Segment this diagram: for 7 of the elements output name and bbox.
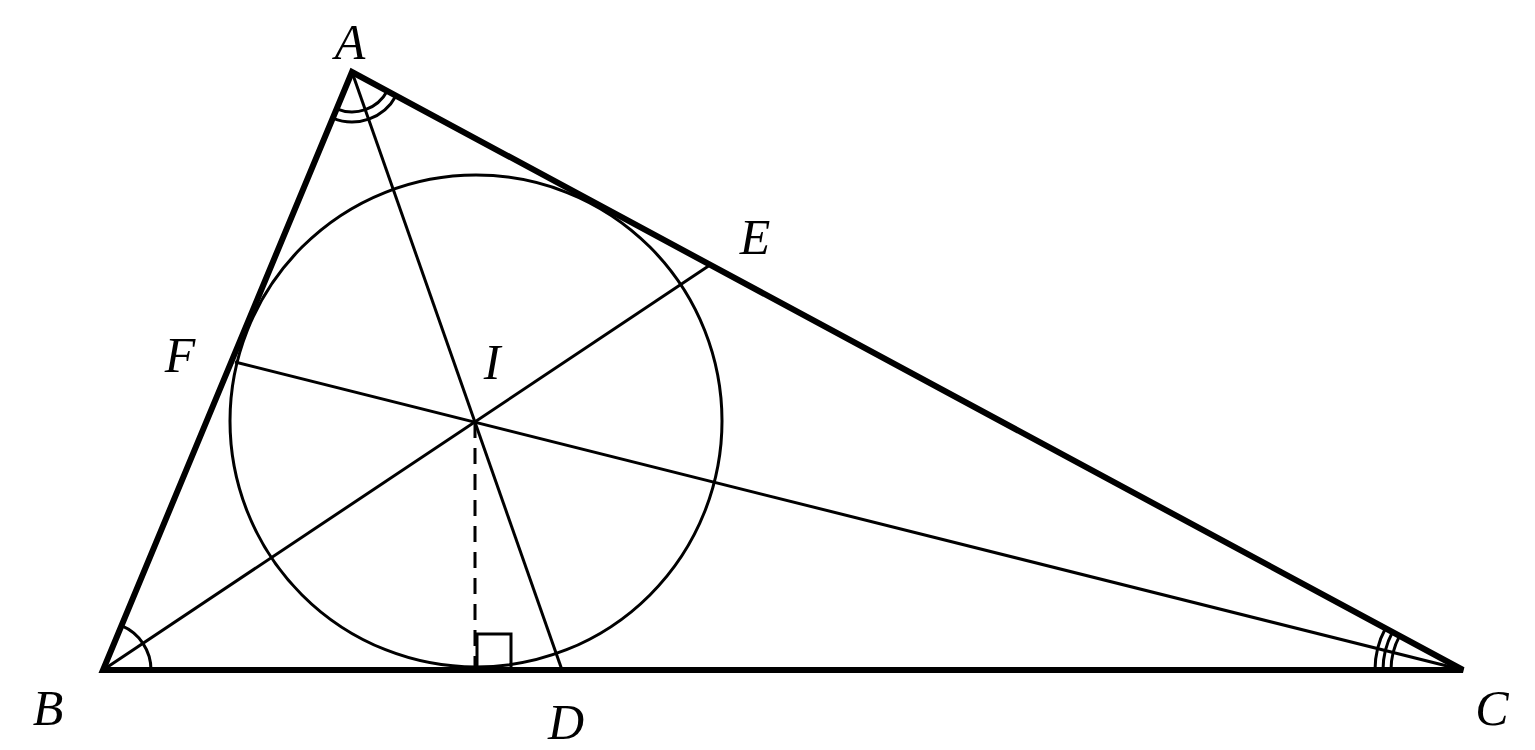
point-label: I: [483, 337, 501, 387]
point-label: C: [1475, 683, 1509, 733]
point-label: D: [547, 697, 585, 747]
point-label: A: [334, 17, 366, 67]
point-label: E: [739, 212, 771, 262]
point-label: F: [164, 330, 196, 380]
point-label: B: [32, 683, 64, 733]
